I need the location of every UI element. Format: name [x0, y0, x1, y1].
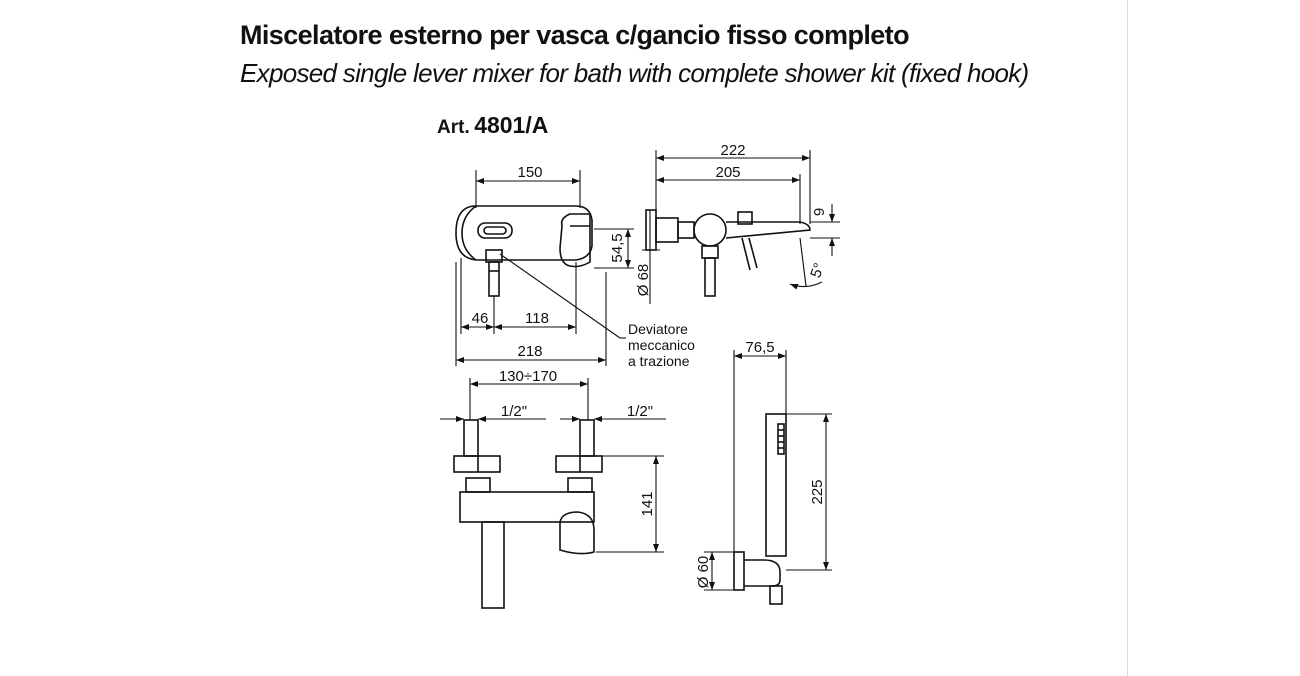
dim-front-diameter: Ø 68	[635, 264, 652, 297]
dim-side-angle: 5°	[807, 261, 828, 280]
article-code: Art. 4801/A	[437, 112, 548, 139]
page-divider	[1127, 0, 1128, 676]
page-title: Miscelatore esterno per vasca c/gancio f…	[240, 20, 910, 50]
front-diverter-rod	[488, 261, 500, 297]
bottom-spout	[559, 511, 595, 555]
dim-bottom-thread-left: 1/2"	[501, 403, 527, 420]
front-view	[455, 205, 593, 297]
shower-head	[765, 413, 787, 557]
dim-bottom-center-range: 130÷170	[499, 368, 557, 385]
annotation-line-1: Deviatore	[628, 321, 688, 337]
dim-shower-diameter: Ø 60	[695, 556, 712, 589]
front-lever-slot	[477, 222, 513, 239]
side-diverter-knob	[701, 245, 719, 259]
side-view	[645, 209, 811, 297]
dim-front-height: 54,5	[609, 233, 626, 262]
shower-wall-flange	[733, 551, 745, 591]
shower-dimensions	[704, 350, 832, 591]
dim-side-lever-height: 9	[811, 208, 828, 216]
annotation-line-2: meccanico	[628, 337, 695, 353]
dim-front-offset-right: 118	[525, 310, 549, 327]
article-number: 4801/A	[474, 112, 549, 138]
shower-hose-connector	[769, 585, 783, 605]
dim-bottom-height: 141	[639, 491, 656, 516]
front-dimensions	[455, 170, 634, 366]
dim-front-offset-left: 46	[472, 310, 489, 327]
article-prefix: Art.	[437, 117, 470, 138]
page-subtitle: Exposed single lever mixer for bath with…	[240, 58, 1029, 88]
dim-bottom-thread-right: 1/2"	[627, 403, 653, 420]
dim-front-total-width: 218	[517, 343, 542, 360]
side-body-circle	[693, 213, 727, 247]
dim-side-depth: 205	[715, 164, 740, 181]
dim-shower-length: 225	[809, 479, 826, 504]
side-wall-flange	[645, 209, 657, 251]
dim-shower-width: 76,5	[745, 339, 774, 356]
annotation-line-3: a trazione	[628, 353, 690, 369]
shower-kit	[733, 413, 787, 605]
bottom-dimensions	[440, 378, 666, 553]
bottom-inlet-left	[463, 419, 479, 457]
bottom-body	[459, 491, 595, 523]
front-mixer-body	[455, 205, 593, 261]
side-dimensions	[642, 150, 840, 304]
bottom-inlet-right	[579, 419, 595, 457]
bottom-view	[453, 419, 603, 609]
shower-nozzles	[777, 423, 785, 455]
dim-front-width-top: 150	[517, 164, 542, 181]
shower-hook	[744, 559, 781, 587]
side-diverter-rod	[704, 257, 716, 297]
dim-side-total-depth: 222	[720, 142, 745, 159]
bottom-handle	[481, 521, 505, 609]
front-spout	[559, 213, 591, 268]
front-left-cap	[461, 205, 477, 261]
